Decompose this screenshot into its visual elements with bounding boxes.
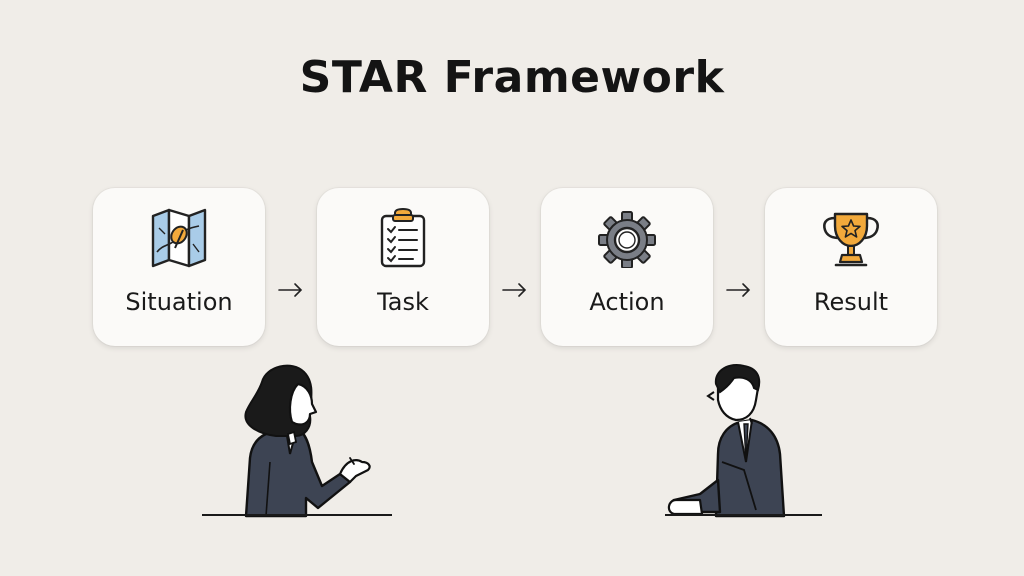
step-label-situation: Situation [125,288,233,316]
step-card-action: Action [541,188,713,346]
arrow-right-icon [500,280,530,300]
step-label-task: Task [377,288,429,316]
left-desk-line [202,514,392,516]
step-label-action: Action [589,288,665,316]
clipboard-checklist-icon [373,208,433,268]
step-card-situation: Situation [93,188,265,346]
page-title: STAR Framework [299,52,725,103]
right-desk-line [665,514,822,516]
step-label-result: Result [813,288,889,316]
step-card-task: Task [317,188,489,346]
gear-icon [597,208,657,268]
step-card-result: Result [765,188,937,346]
arrow-right-icon [724,280,754,300]
arrow-right-icon [276,280,306,300]
trophy-icon [821,208,881,268]
interviewee-woman [200,362,380,522]
map-icon [149,208,209,268]
interviewer-man [660,362,830,522]
